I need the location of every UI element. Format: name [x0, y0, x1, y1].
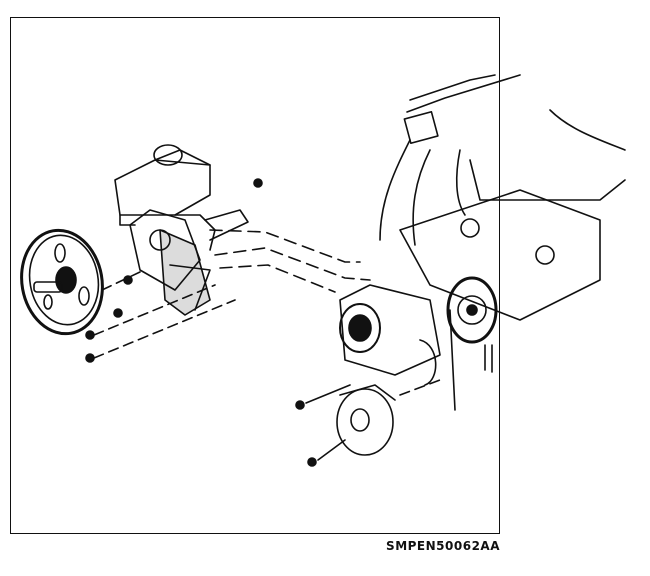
bolts-right — [295, 400, 317, 467]
bolt-lines-right — [305, 379, 441, 461]
tensioner-pulley — [336, 309, 456, 456]
engine-pulley — [446, 276, 498, 373]
bolts-left — [85, 178, 263, 363]
reservoir — [114, 144, 211, 226]
alignment-lines — [209, 229, 371, 293]
bolt-lines-left — [93, 271, 236, 359]
pump-pulley — [20, 228, 104, 336]
engine-block — [379, 74, 626, 321]
figure-frame — [10, 17, 500, 534]
figure-reference-code: SMPEN50062AA — [386, 539, 500, 553]
alternator — [339, 284, 441, 386]
pump-body — [129, 209, 249, 316]
